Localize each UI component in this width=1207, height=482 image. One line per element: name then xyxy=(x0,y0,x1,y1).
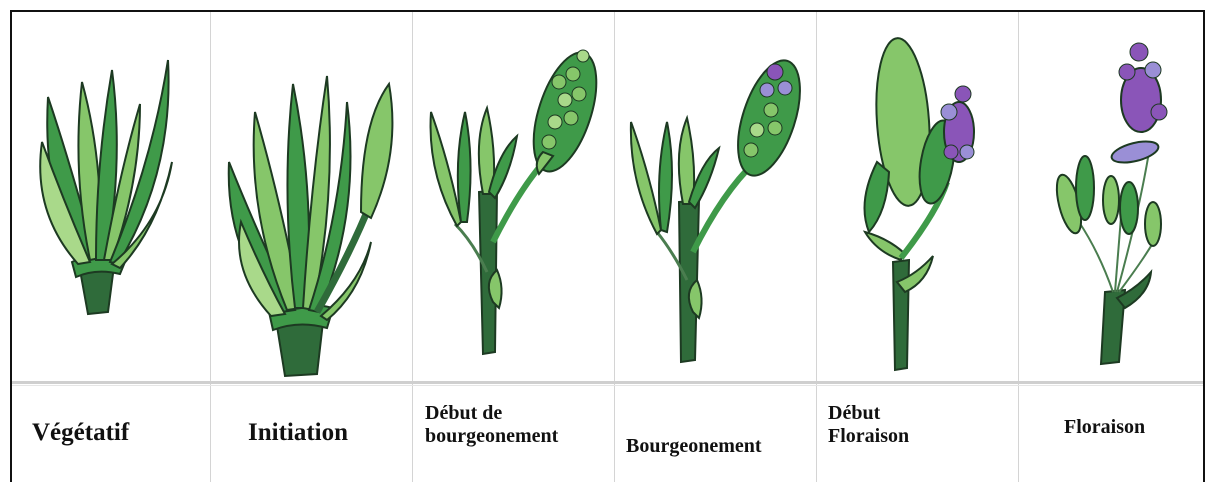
vegetatif-illustration xyxy=(12,12,210,382)
initiation-illustration xyxy=(211,12,412,382)
debut-floraison-illustration xyxy=(817,12,1018,382)
vegetatif-plant-icon xyxy=(12,12,210,382)
debut-floraison-plant-icon xyxy=(817,12,1018,382)
stage-label-text: Floraison xyxy=(1064,416,1145,439)
stage-label-line: Floraison xyxy=(828,425,909,448)
stage-label-line: bourgeonement xyxy=(425,425,558,448)
stage-label-initiation: Initiation xyxy=(248,388,412,478)
stage-label-debut-bourgeonement: Début de bourgeonement xyxy=(425,388,614,478)
initiation-plant-icon xyxy=(211,12,412,382)
row-divider-shadow xyxy=(12,385,1203,386)
stage-label-line: Début de xyxy=(425,402,558,425)
stage-label-text: Initiation xyxy=(248,419,348,448)
bourgeonement-illustration xyxy=(615,12,816,382)
stage-label-line: Début xyxy=(828,402,909,425)
floraison-plant-icon xyxy=(1019,12,1203,382)
debut-bourgeonement-plant-icon xyxy=(413,12,614,382)
debut-bourgeonement-illustration xyxy=(413,12,614,382)
stage-label-vegetatif: Végétatif xyxy=(32,388,210,478)
stage-label-bourgeonement: Bourgeonement xyxy=(626,388,816,478)
bourgeonement-plant-icon xyxy=(615,12,816,382)
floraison-illustration xyxy=(1019,12,1203,382)
stage-label-floraison: Floraison xyxy=(1064,388,1203,478)
stage-label-text: Bourgeonement xyxy=(626,435,762,458)
stage-label-debut-floraison: Début Floraison xyxy=(828,388,1018,478)
stage-label-text: Végétatif xyxy=(32,419,129,448)
